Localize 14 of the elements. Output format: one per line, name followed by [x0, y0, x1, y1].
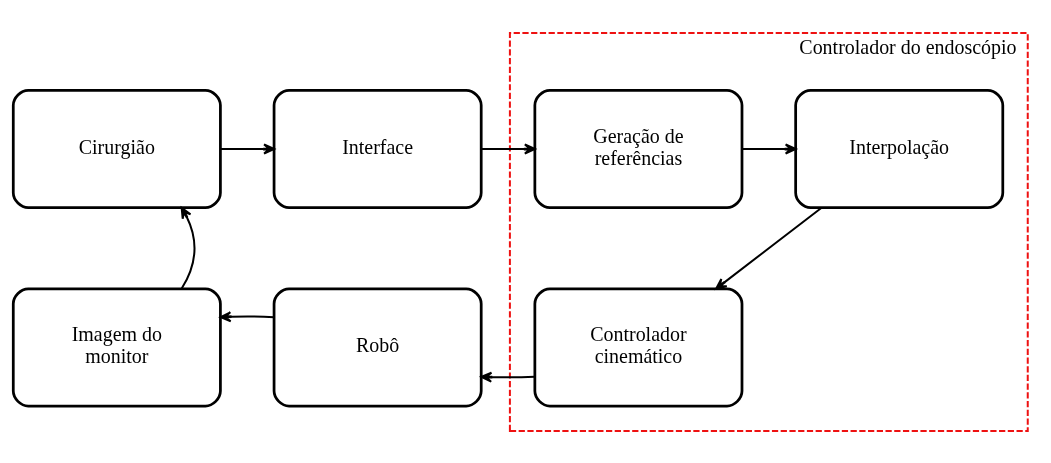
arrow	[180, 206, 196, 290]
arrow	[219, 143, 276, 154]
arrow	[480, 143, 536, 154]
arrow	[741, 143, 797, 154]
node-box: Imagem do monitor	[11, 286, 222, 407]
node-box: Interpolação	[794, 88, 1005, 209]
arrow	[219, 310, 276, 322]
node-box: Robô	[272, 286, 483, 407]
node-box: Cirurgião	[11, 88, 222, 209]
arrow	[715, 206, 823, 290]
node-box: Interface	[272, 88, 483, 209]
node-box: Controlador cinemático	[533, 286, 744, 407]
arrow	[480, 371, 536, 383]
node-box: Geração de referências	[533, 88, 744, 209]
